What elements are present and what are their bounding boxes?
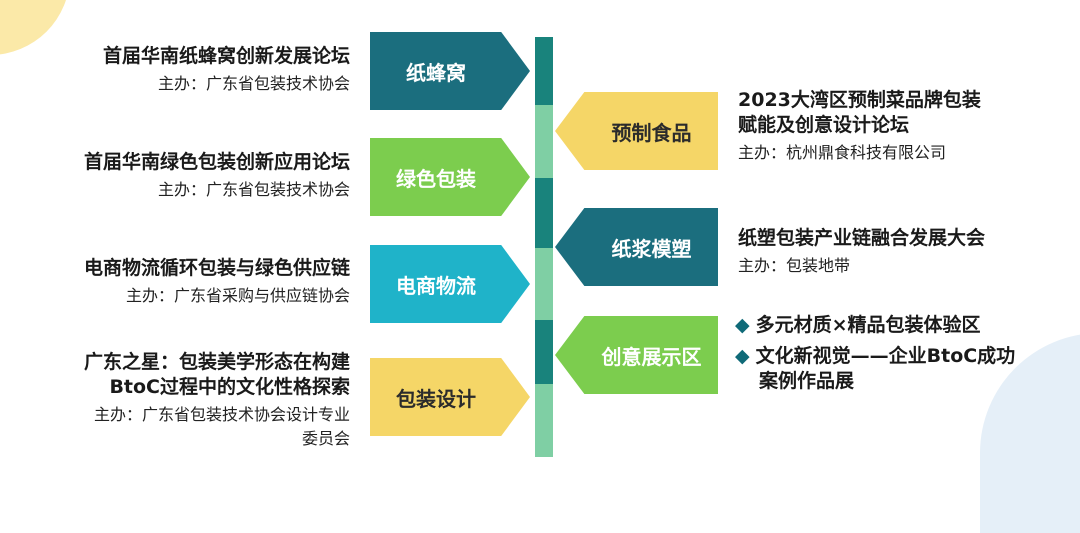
tag-label: 纸蜂窝 (406, 60, 466, 85)
event-title: 纸塑包装产业链融合发展大会 (738, 227, 986, 249)
event-title: 首届华南纸蜂窝创新发展论坛 (102, 45, 350, 67)
showcase-list: ◆多元材质×精品包装体验区 ◆文化新视觉——企业BtoC成功 案例作品展 (735, 313, 1075, 394)
event-title-line-1: 广东之星：包装美学形态在构建 (83, 351, 350, 373)
tag-creative-showcase: 创意展示区 (555, 316, 718, 394)
tag-label: 预制食品 (611, 120, 692, 145)
event-green-packaging: 首届华南绿色包装创新应用论坛 主办：广东省包装技术协会 (0, 150, 350, 202)
showcase-item-1: ◆多元材质×精品包装体验区 (735, 313, 1075, 338)
spine-segment (535, 178, 553, 248)
event-title-line-1: 2023大湾区预制菜品牌包装 (738, 89, 981, 111)
tag-label: 绿色包装 (396, 166, 476, 191)
showcase-item-text: 文化新视觉——企业BtoC成功 (755, 345, 1016, 367)
event-host: 主办：广东省采购与供应链协会 (125, 286, 350, 305)
diamond-bullet-icon: ◆ (735, 314, 750, 336)
event-host: 主办：包装地带 (738, 256, 851, 275)
spine-segment (535, 384, 553, 457)
tag-label: 纸浆模塑 (611, 236, 692, 261)
event-title-line-2: 赋能及创意设计论坛 (738, 114, 910, 136)
event-host-line-2: 委员会 (301, 429, 350, 448)
tag-green-packaging: 绿色包装 (370, 138, 530, 216)
tag-packaging-design: 包装设计 (370, 358, 530, 436)
event-title-line-2: BtoC过程中的文化性格探索 (109, 376, 350, 398)
diamond-bullet-icon: ◆ (735, 345, 750, 367)
event-title: 首届华南绿色包装创新应用论坛 (83, 151, 350, 173)
event-host: 主办：广东省包装技术协会 (157, 180, 350, 199)
event-host: 主办：广东省包装技术协会 (157, 74, 350, 93)
event-title: 电商物流循环包装与绿色供应链 (83, 257, 350, 279)
event-packaging-design: 广东之星：包装美学形态在构建 BtoC过程中的文化性格探索 主办：广东省包装技术… (0, 350, 350, 451)
event-pulp-molding: 纸塑包装产业链融合发展大会 主办：包装地带 (738, 226, 1068, 278)
showcase-item-2: ◆文化新视觉——企业BtoC成功 (735, 344, 1075, 369)
event-host-line-1: 主办：广东省包装技术协会设计专业 (93, 405, 350, 424)
tag-label: 创意展示区 (601, 344, 702, 369)
spine-segment (535, 248, 553, 320)
spine-segment (535, 105, 553, 178)
tag-label: 电商物流 (396, 273, 476, 298)
timeline-spine (535, 37, 553, 457)
spine-segment (535, 37, 553, 105)
event-paper-honeycomb: 首届华南纸蜂窝创新发展论坛 主办：广东省包装技术协会 (0, 44, 350, 96)
tag-label: 包装设计 (396, 386, 476, 411)
tag-prepared-food: 预制食品 (555, 92, 718, 170)
event-ecommerce-logistics: 电商物流循环包装与绿色供应链 主办：广东省采购与供应链协会 (0, 256, 350, 308)
spine-segment (535, 320, 553, 384)
showcase-item-text: 多元材质×精品包装体验区 (755, 314, 981, 336)
tag-ecommerce-logistics: 电商物流 (370, 245, 530, 323)
tag-pulp-molding: 纸浆模塑 (555, 208, 718, 286)
event-host: 主办：杭州鼎食科技有限公司 (738, 143, 947, 162)
event-prepared-food: 2023大湾区预制菜品牌包装 赋能及创意设计论坛 主办：杭州鼎食科技有限公司 (738, 88, 1068, 165)
tag-paper-honeycomb: 纸蜂窝 (370, 32, 530, 110)
showcase-item-2-continued: 案例作品展 (759, 370, 855, 392)
